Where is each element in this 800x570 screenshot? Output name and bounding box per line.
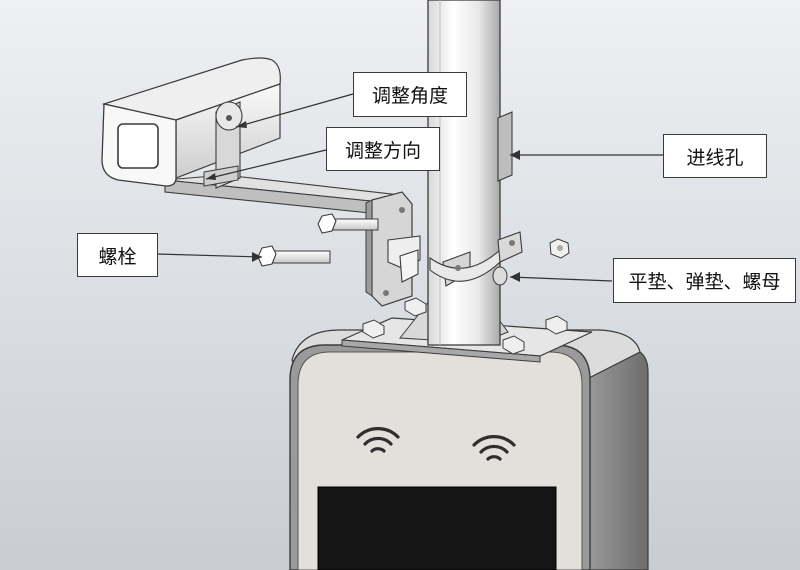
wifi-signal-icon <box>472 435 516 461</box>
camera-unit <box>101 57 281 189</box>
display-screen <box>317 486 557 570</box>
cable-entry-hole <box>497 111 513 182</box>
label-washers-nut: 平垫、弹垫、螺母 <box>613 258 796 303</box>
mounting-pole <box>427 0 501 346</box>
leader-lines <box>156 93 663 282</box>
label-bolt: 螺栓 <box>77 233 158 277</box>
wifi-signal-icon <box>356 427 400 453</box>
pipe-clamp <box>429 231 523 287</box>
label-cable-hole: 进线孔 <box>663 134 767 178</box>
leader-arrowheads <box>206 121 520 282</box>
base-nut <box>362 297 568 355</box>
washer-and-nut <box>492 238 570 286</box>
terminal-housing <box>289 329 649 570</box>
bolt <box>257 213 379 267</box>
label-adjust-direction: 调整方向 <box>326 127 440 171</box>
label-adjust-angle: 调整角度 <box>353 72 467 117</box>
